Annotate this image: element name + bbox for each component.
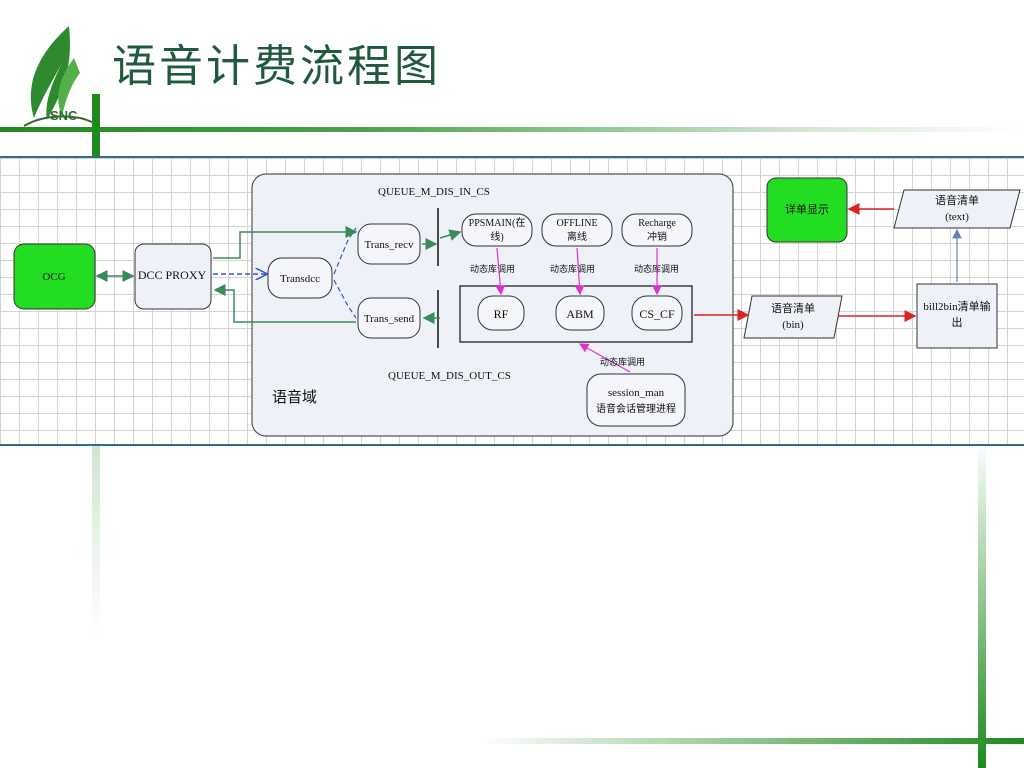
- node-voice-list-bin-label-1: 语音清单: [771, 301, 815, 315]
- node-bill2bin-label-1: bill2bin清单输: [923, 299, 990, 313]
- node-dcc-proxy: [134, 243, 212, 310]
- node-trans-send-label: Trans_send: [364, 313, 415, 325]
- node-offline-label-1: OFFLINE: [556, 218, 597, 229]
- node-session-man-label-2: 语音会话管理进程: [596, 402, 676, 415]
- node-rf: [477, 295, 525, 331]
- node-ocg: [13, 243, 96, 310]
- node-offline-label-2: 离线: [567, 230, 587, 243]
- node-voice-list-text-label-2: (text): [945, 211, 969, 223]
- decor-bar-right: [978, 440, 986, 768]
- node-cs-cf: [631, 295, 683, 331]
- node-rf-label: RF: [494, 307, 509, 321]
- node-ocg-label: OCG: [42, 271, 65, 283]
- node-abm-label: ABM: [566, 307, 594, 321]
- node-bill2bin: [916, 283, 998, 349]
- decor-bar-top: [0, 127, 1024, 132]
- node-transdcc-label: Transdcc: [280, 273, 320, 285]
- decor-bar-left: [92, 94, 100, 156]
- node-dcc-proxy-label: DCC PROXY: [138, 268, 207, 282]
- dyn-call-label-2: 动态库调用: [550, 263, 595, 274]
- node-recharge-label-1: Recharge: [638, 218, 676, 229]
- leaf-icon: [30, 26, 70, 120]
- node-abm: [555, 295, 605, 331]
- voice-domain-label: 语音域: [272, 389, 317, 406]
- node-voice-list-bin-label-2: (bin): [782, 319, 804, 331]
- node-transdcc: [267, 257, 333, 299]
- flow-diagram-svg: QUEUE_M_DIS_IN_CS QUEUE_M_DIS_OUT_CS 语音域…: [13, 173, 1021, 437]
- node-recharge: [621, 213, 693, 247]
- node-trans-send: [357, 297, 421, 339]
- flow-diagram: QUEUE_M_DIS_IN_CS QUEUE_M_DIS_OUT_CS 语音域…: [0, 156, 1024, 446]
- dyn-call-label-4: 动态库调用: [600, 356, 645, 367]
- node-session-man-label-1: session_man: [608, 387, 665, 399]
- node-ppsmain-label-1: PPSMAIN(在: [469, 217, 526, 229]
- node-trans-recv: [357, 223, 421, 265]
- dyn-call-label-1: 动态库调用: [470, 263, 515, 274]
- decor-bar-left-lower: [92, 440, 100, 635]
- logo-text: SNC: [50, 108, 78, 123]
- queue-out-label: QUEUE_M_DIS_OUT_CS: [388, 370, 511, 382]
- node-cs-cf-label: CS_CF: [639, 307, 675, 321]
- node-voice-list-text: [893, 189, 1021, 229]
- node-voice-list-text-label-1: 语音清单: [935, 193, 979, 207]
- node-detail-display-label: 详单显示: [785, 202, 829, 216]
- node-trans-recv-label: Trans_recv: [364, 239, 414, 251]
- node-offline: [541, 213, 613, 247]
- node-recharge-label-2: 冲销: [647, 230, 667, 243]
- decor-bar-bottom: [480, 738, 1024, 744]
- node-bill2bin-label-2: 出: [952, 315, 963, 329]
- snc-logo: [23, 26, 93, 127]
- page-title: 语音计费流程图: [112, 41, 441, 92]
- queue-in-label: QUEUE_M_DIS_IN_CS: [378, 186, 490, 198]
- node-detail-display: [766, 177, 848, 243]
- node-ppsmain: [461, 213, 533, 247]
- node-voice-list-bin: [743, 295, 843, 339]
- node-ppsmain-label-2: 线): [490, 230, 503, 243]
- node-session-man: [586, 373, 686, 427]
